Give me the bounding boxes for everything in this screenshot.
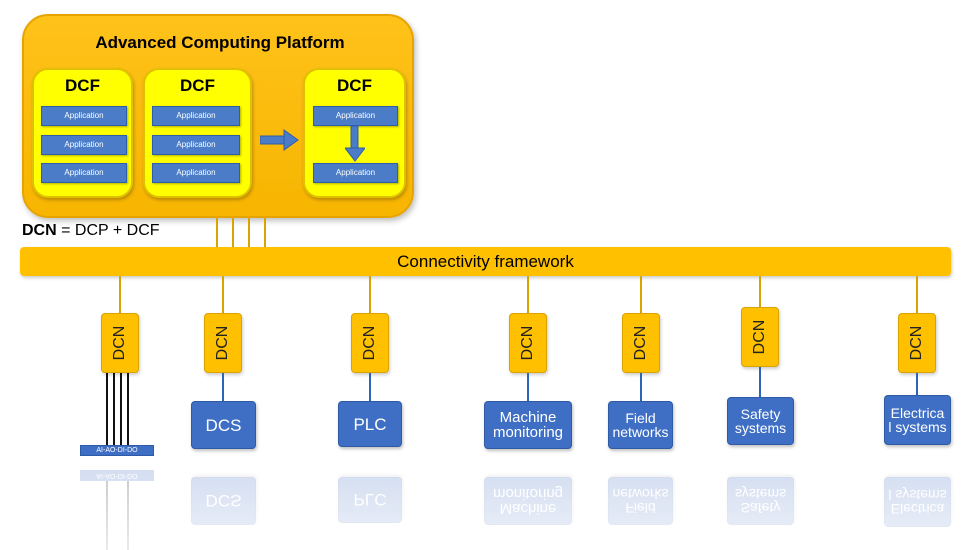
device-connector <box>640 373 642 401</box>
io-wire <box>106 373 108 445</box>
io-wire <box>127 373 129 445</box>
dcn-term: DCN <box>22 222 57 239</box>
application-block: Application <box>152 135 240 155</box>
dcn-node-safety-systems: DCN <box>741 307 779 367</box>
bus-connector <box>119 276 121 314</box>
arrow-down-icon <box>345 126 365 162</box>
dcn-label: DCN <box>632 325 649 361</box>
dcn-label: DCN <box>111 325 128 361</box>
application-block: Application <box>41 106 127 126</box>
dcn-node-io: DCN <box>101 313 139 373</box>
arrow-right-icon <box>260 129 299 151</box>
application-block: Application <box>41 135 127 155</box>
device-plc: PLC <box>338 401 402 447</box>
bus-connector <box>640 276 642 314</box>
platform-connector <box>232 218 234 248</box>
device-electrical-systems: Electrica l systems <box>884 395 951 445</box>
dcn-node-dcs: DCN <box>204 313 242 373</box>
io-wire <box>113 373 115 445</box>
advanced-computing-platform: Advanced Computing Platform DCF Applicat… <box>22 14 414 218</box>
dcn-node-field-networks: DCN <box>622 313 660 373</box>
device-machine-monitoring: Machine monitoring <box>484 401 572 449</box>
application-block: Application <box>313 106 398 126</box>
device-connector <box>369 373 371 401</box>
bus-connector <box>759 276 761 308</box>
dcn-label: DCN <box>751 319 768 355</box>
dcf-title: DCF <box>65 76 100 95</box>
bus-connector <box>369 276 371 314</box>
dcn-label: DCN <box>214 325 231 361</box>
dcn-label: DCN <box>908 325 925 361</box>
dcn-label: DCN <box>519 325 536 361</box>
device-connector <box>916 373 918 395</box>
dcn-label: DCN <box>361 325 378 361</box>
device-connector <box>527 373 529 401</box>
dcn-node-machine-monitoring: DCN <box>509 313 547 373</box>
io-wire <box>120 373 122 445</box>
device-connector <box>222 373 224 401</box>
device-field-networks: Field networks <box>608 401 673 449</box>
dcf-box-3: DCF Application Application <box>303 68 406 198</box>
connectivity-framework-bus: Connectivity framework <box>20 247 951 276</box>
dcn-definition: DCN = DCP + DCF <box>22 222 160 240</box>
bus-connector <box>527 276 529 314</box>
application-block: Application <box>313 163 398 183</box>
platform-connector <box>216 218 218 248</box>
io-terminal-strip: AI-AO-DI-DO <box>80 445 154 456</box>
bus-connector <box>222 276 224 314</box>
bus-connector <box>916 276 918 314</box>
dcn-formula: = DCP + DCF <box>56 222 160 239</box>
application-block: Application <box>152 163 240 183</box>
dcn-node-electrical-systems: DCN <box>898 313 936 373</box>
device-safety-systems: Safety systems <box>727 397 794 445</box>
application-block: Application <box>152 106 240 126</box>
device-dcs: DCS <box>191 401 256 449</box>
device-connector <box>759 367 761 397</box>
application-block: Application <box>41 163 127 183</box>
dcf-title: DCF <box>337 76 372 95</box>
platform-title: Advanced Computing Platform <box>95 33 345 52</box>
dcf-box-2: DCF Application Application Application <box>143 68 252 198</box>
dcf-title: DCF <box>180 76 215 95</box>
platform-connector <box>248 218 250 248</box>
dcf-box-1: DCF Application Application Application <box>32 68 133 198</box>
platform-connector <box>264 218 266 248</box>
reflection-fade <box>0 470 979 550</box>
dcn-node-plc: DCN <box>351 313 389 373</box>
